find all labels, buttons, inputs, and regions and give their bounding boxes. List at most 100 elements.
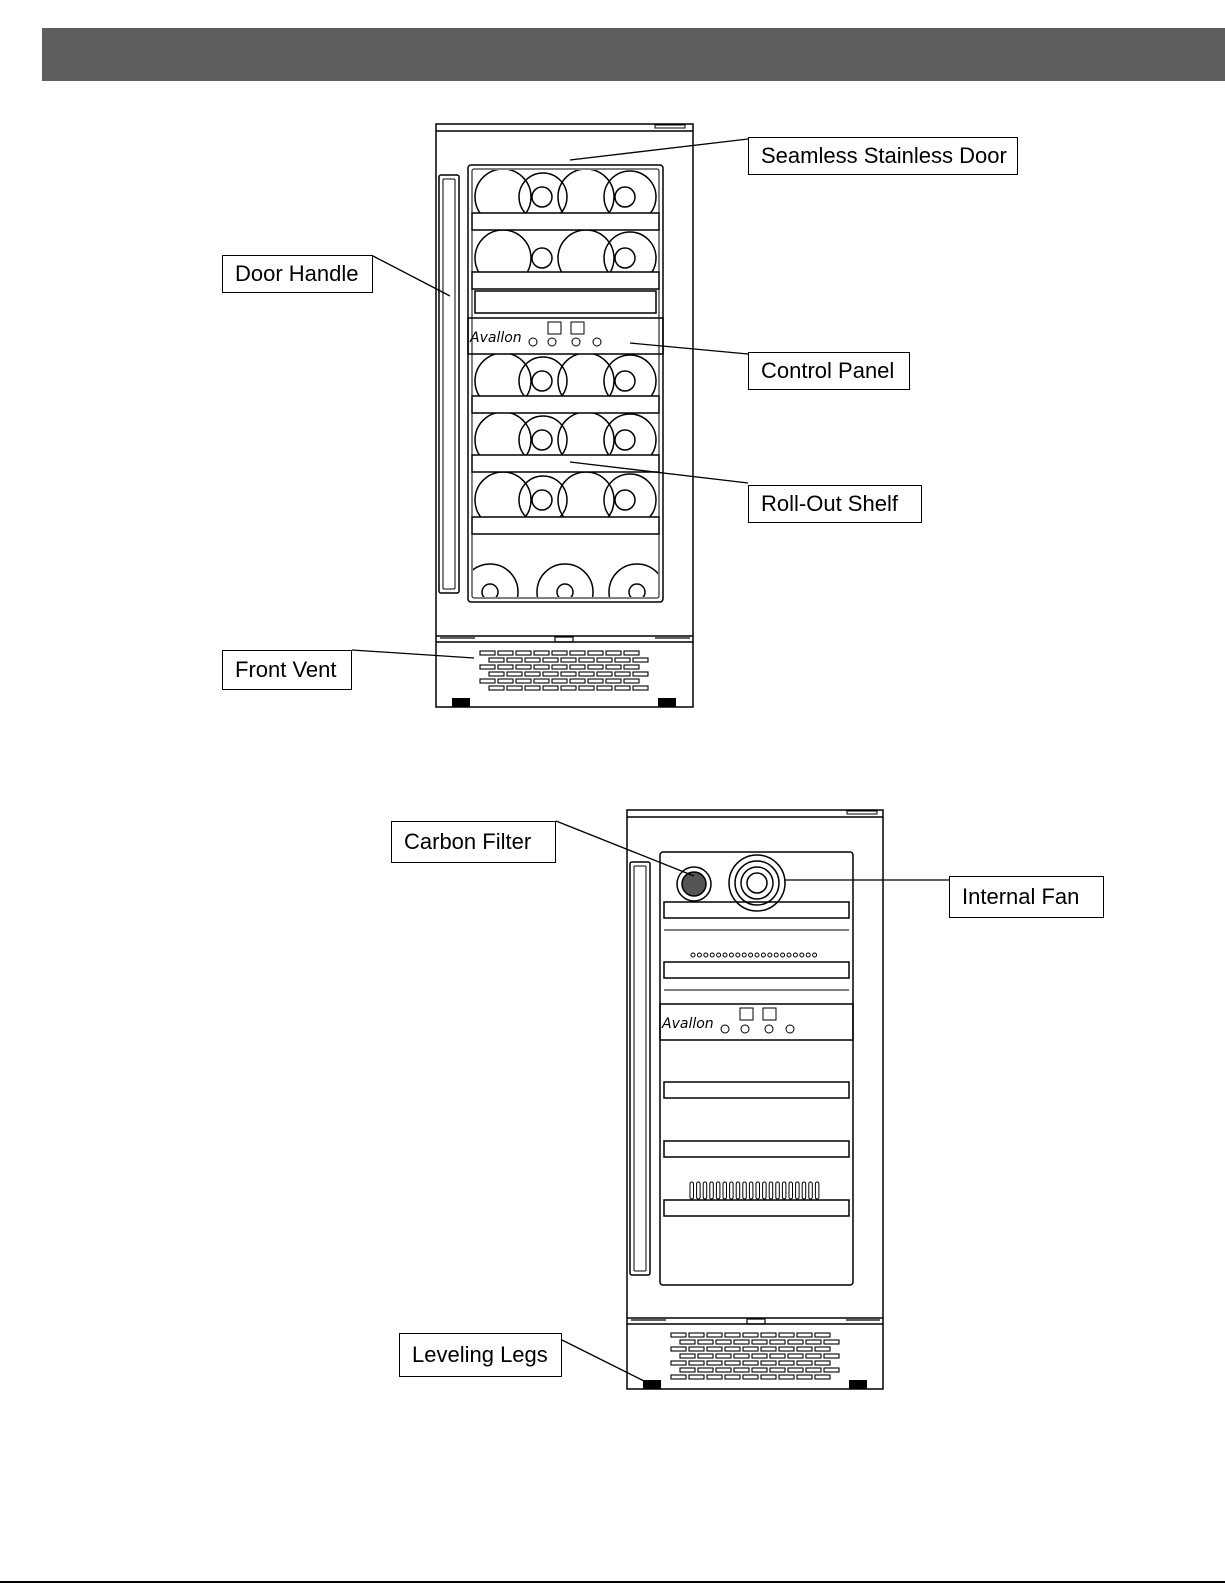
vent-slot — [761, 1347, 776, 1351]
air-hole — [742, 953, 746, 957]
air-hole — [800, 953, 804, 957]
vent-slot — [606, 651, 621, 655]
vent-slot — [707, 1375, 722, 1379]
front-vent-grille-2 — [671, 1333, 839, 1379]
rib — [697, 1182, 701, 1199]
callout-label: Leveling Legs — [412, 1344, 548, 1366]
vent-slot — [561, 672, 576, 676]
rib — [756, 1182, 760, 1199]
vent-slot — [815, 1347, 830, 1351]
vent-slot — [761, 1361, 776, 1365]
callout-front-vent: Front Vent — [222, 650, 352, 690]
rib — [782, 1182, 786, 1199]
air-hole — [691, 953, 695, 957]
vent-slot — [779, 1361, 794, 1365]
air-hole — [781, 953, 785, 957]
vent-slot — [743, 1375, 758, 1379]
vent-slot — [516, 665, 531, 669]
vent-slot — [689, 1333, 704, 1337]
vent-slot — [734, 1354, 749, 1358]
vent-slot — [525, 658, 540, 662]
callout-label: Door Handle — [235, 263, 359, 285]
vent-slot — [597, 672, 612, 676]
vent-slot — [725, 1347, 740, 1351]
vent-slot — [498, 679, 513, 683]
vent-slot — [788, 1340, 803, 1344]
vent-slot — [633, 686, 648, 690]
callout-label: Front Vent — [235, 659, 337, 681]
vent-slot — [671, 1375, 686, 1379]
vent-slot — [489, 672, 504, 676]
vent-slot — [698, 1354, 713, 1358]
vent-slot — [543, 658, 558, 662]
vent-slot — [525, 686, 540, 690]
vent-slot — [534, 679, 549, 683]
rib — [710, 1182, 714, 1199]
vent-slot — [579, 672, 594, 676]
leveling-feet-2 — [643, 1380, 867, 1389]
rib — [703, 1182, 707, 1199]
vent-slot — [734, 1368, 749, 1372]
air-hole — [813, 953, 817, 957]
vent-slot — [716, 1368, 731, 1372]
air-hole — [787, 953, 791, 957]
rib — [743, 1182, 747, 1199]
vent-slot — [579, 658, 594, 662]
vent-slot — [680, 1340, 695, 1344]
vent-slot — [716, 1340, 731, 1344]
vent-slot — [725, 1333, 740, 1337]
unit-front-with-bottles — [436, 124, 693, 707]
vent-slot — [543, 686, 558, 690]
vent-slot — [633, 672, 648, 676]
vent-slot — [588, 665, 603, 669]
air-hole — [793, 953, 797, 957]
vent-slot — [779, 1375, 794, 1379]
callout-label: Control Panel — [761, 360, 894, 382]
callout-control-panel: Control Panel — [748, 352, 910, 390]
callout-label: Seamless Stainless Door — [761, 145, 1007, 167]
vent-slot — [498, 665, 513, 669]
rib — [815, 1182, 819, 1199]
leveling-feet-1 — [452, 698, 676, 707]
vent-slot — [615, 686, 630, 690]
callout-internal-fan: Internal Fan — [949, 876, 1104, 918]
vent-slot — [489, 686, 504, 690]
brand-logo-2: Avallon — [661, 1016, 714, 1032]
vent-slot — [615, 658, 630, 662]
vent-slot — [606, 665, 621, 669]
callout-label: Roll-Out Shelf — [761, 493, 898, 515]
vent-slot — [680, 1354, 695, 1358]
vent-slot — [770, 1354, 785, 1358]
rib — [749, 1182, 753, 1199]
vent-slot — [752, 1354, 767, 1358]
vent-slot — [689, 1375, 704, 1379]
door-handle-2 — [630, 862, 650, 1275]
vent-slot — [779, 1347, 794, 1351]
vent-slot — [689, 1347, 704, 1351]
vent-slot — [788, 1368, 803, 1372]
vent-slot — [615, 672, 630, 676]
vent-slot — [534, 665, 549, 669]
air-hole — [710, 953, 714, 957]
vent-slot — [680, 1368, 695, 1372]
vent-slot — [797, 1347, 812, 1351]
cabinet-outline — [436, 124, 693, 707]
vent-slot — [734, 1340, 749, 1344]
vent-slot — [606, 679, 621, 683]
vent-slot — [633, 658, 648, 662]
brand-logo: Avallon — [469, 330, 522, 346]
vent-slot — [716, 1354, 731, 1358]
vent-slot — [570, 665, 585, 669]
door-handle — [439, 175, 459, 593]
vent-slot — [824, 1354, 839, 1358]
vent-slot — [543, 672, 558, 676]
vent-slot — [788, 1354, 803, 1358]
vent-slot — [797, 1375, 812, 1379]
callout-roll-out-shelf: Roll-Out Shelf — [748, 485, 922, 523]
vent-slot — [588, 651, 603, 655]
callout-carbon-filter: Carbon Filter — [391, 821, 556, 863]
rib — [769, 1182, 773, 1199]
rib — [690, 1182, 694, 1199]
vent-slot — [770, 1340, 785, 1344]
callout-label: Internal Fan — [962, 886, 1079, 908]
